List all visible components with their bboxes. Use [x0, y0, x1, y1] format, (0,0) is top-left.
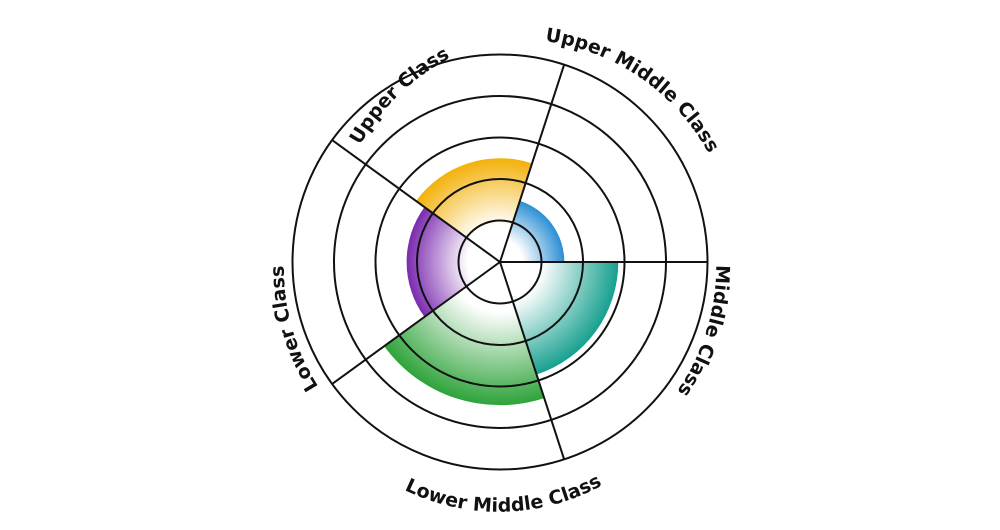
spoke-lines [331, 64, 708, 460]
spoke-1 [499, 64, 566, 263]
spoke-4 [331, 261, 501, 385]
label-middle-class: Middle Class [673, 265, 734, 401]
segment-lower-class [416, 158, 533, 262]
segment-lower-middle-class [406, 207, 500, 317]
label-upper-class: Upper Class [345, 43, 452, 148]
label-upper-middle-class: Upper Middle Class [544, 24, 724, 156]
spoke-5 [331, 139, 501, 263]
label-lower-middle-class: Lower Middle Class [402, 470, 605, 517]
class-segments [384, 158, 619, 406]
spoke-3 [499, 261, 566, 460]
segment-upper-class [500, 200, 565, 262]
segment-middle-class [384, 262, 545, 406]
